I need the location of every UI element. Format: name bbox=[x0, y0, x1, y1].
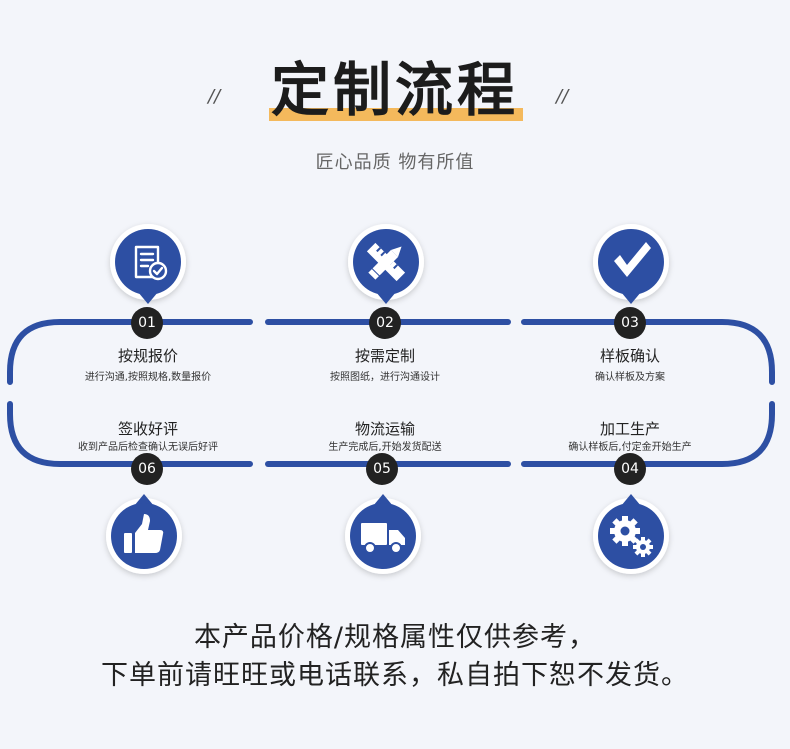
gears-icon bbox=[610, 516, 653, 557]
step-6-icon bbox=[106, 494, 182, 574]
track-top-right-curve bbox=[521, 319, 775, 385]
step-1-icon bbox=[110, 224, 186, 304]
step-6-number: 06 bbox=[131, 453, 163, 485]
step-4-number: 04 bbox=[614, 453, 646, 485]
track-top-left-curve bbox=[7, 319, 253, 385]
title-area: 定制流程 bbox=[0, 55, 790, 125]
step-6-title: 签收好评 bbox=[117, 420, 178, 438]
track-bottom-left-curve bbox=[7, 401, 253, 467]
title-deco-left: // bbox=[208, 86, 221, 107]
track-bottom-right-curve bbox=[521, 401, 775, 467]
title-deco-right: // bbox=[556, 86, 569, 107]
step-3-desc: 确认样板及方案 bbox=[595, 372, 665, 383]
step-6-desc: 收到产品后检查确认无误后好评 bbox=[78, 442, 218, 453]
thumbs-up-icon bbox=[124, 514, 164, 553]
step-2-icon bbox=[348, 224, 424, 304]
step-4-icon bbox=[593, 494, 669, 574]
page-subtitle: 匠心品质 物有所值 bbox=[315, 152, 475, 173]
step-3-title: 样板确认 bbox=[599, 347, 660, 365]
footer-note-line-2: 下单前请旺旺或电话联系，私自拍下恕不发货。 bbox=[101, 660, 689, 691]
step-1-title: 按规报价 bbox=[117, 347, 178, 365]
step-5-title: 物流运输 bbox=[354, 420, 415, 438]
step-5-number: 05 bbox=[366, 453, 398, 485]
step-1-desc: 进行沟通,按照规格,数量报价 bbox=[84, 372, 212, 383]
step-1-number: 01 bbox=[131, 307, 163, 339]
checkmark-icon bbox=[614, 242, 651, 277]
step-5-desc: 生产完成后,开始发货配送 bbox=[328, 442, 442, 453]
page-title-text: 定制流程 bbox=[270, 56, 519, 124]
step-2-number: 02 bbox=[369, 307, 401, 339]
pencil-ruler-icon bbox=[366, 242, 406, 282]
step-4-title: 加工生产 bbox=[599, 420, 660, 438]
step-2-title: 按需定制 bbox=[354, 347, 415, 365]
step-2-desc: 按照图纸，进行沟通设计 bbox=[330, 372, 440, 383]
step-3-number: 03 bbox=[614, 307, 646, 339]
page-title: 定制流程 bbox=[268, 55, 523, 125]
truck-icon bbox=[361, 523, 405, 554]
footer-note-line-1: 本产品价格/规格属性仅供参考， bbox=[193, 622, 597, 653]
step-5-icon bbox=[345, 494, 421, 574]
step-3-icon bbox=[593, 224, 669, 304]
step-4-desc: 确认样板后,付定金开始生产 bbox=[568, 442, 692, 453]
document-check-icon bbox=[134, 245, 168, 281]
